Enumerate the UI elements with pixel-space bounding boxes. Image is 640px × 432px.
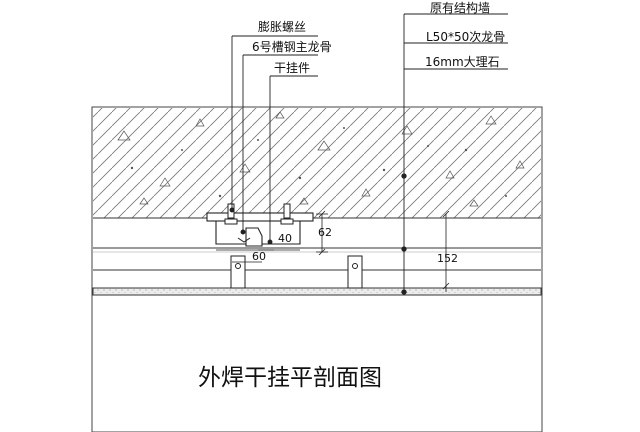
right-leader-lines — [401, 13, 508, 295]
drawing-frame — [91, 106, 543, 432]
callout-marble: 16mm大理石 — [425, 55, 500, 69]
channel-steel — [206, 212, 314, 247]
dim-152: 152 — [437, 252, 458, 265]
dry-hanger — [230, 255, 363, 289]
dim-62: 62 — [318, 226, 332, 239]
callout-hanger: 干挂件 — [274, 61, 310, 75]
dim-40: 40 — [278, 232, 292, 245]
dimension-lines — [216, 210, 450, 292]
drawing-title: 外焊干挂平剖面图 — [198, 365, 382, 391]
structural-wall — [93, 108, 541, 219]
callout-secondary-keel: L50*50次龙骨 — [426, 30, 505, 44]
callout-structural-wall: 原有结构墙 — [430, 0, 490, 15]
callout-expansion-bolt: 膨胀螺丝 — [258, 20, 306, 34]
marble-veneer — [92, 287, 542, 296]
callout-channel-steel: 6号槽钢主龙骨 — [252, 40, 332, 54]
dim-60: 60 — [252, 250, 266, 263]
left-leader-lines — [229, 35, 318, 245]
